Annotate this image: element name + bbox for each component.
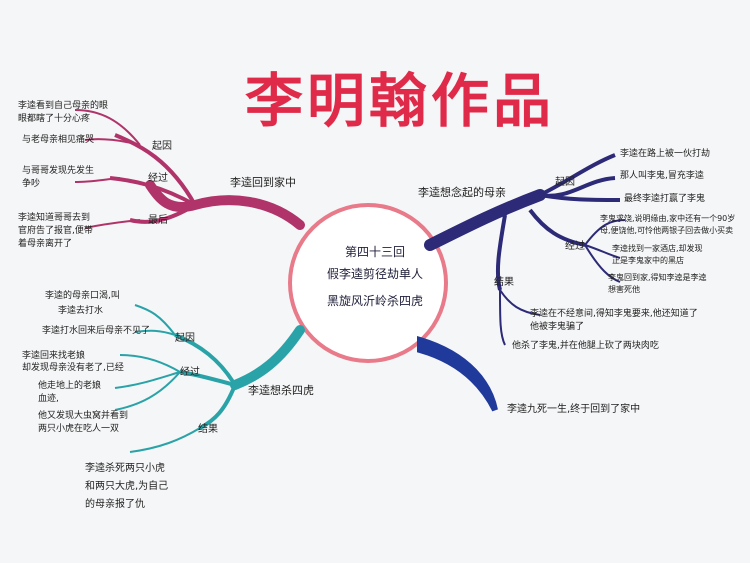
text-top-right-8: 他杀了李鬼,并在他腿上砍了两块肉吃 <box>512 341 659 351</box>
branch-top-left <box>145 180 305 230</box>
center-circle <box>288 203 448 363</box>
text-top-right-5b: 正是李鬼家中的黑店 <box>612 256 684 265</box>
branch-bottom-right <box>417 335 498 412</box>
text-bottom-left-4a: 他走地上的老娘 <box>38 381 102 391</box>
text-top-left-3a: 与哥哥发现先发生 <box>22 166 95 176</box>
center-line-3: 黑旋风沂岭杀四虎 <box>326 294 423 308</box>
text-bottom-left-5b: 两只小虎在吃人一双 <box>38 424 120 434</box>
text-bottom-left-1b: 李逵去打水 <box>58 306 104 316</box>
label-bottom-left-a: 起因 <box>175 333 195 344</box>
text-bottom-left-6b: 和两只大虎,为自己 <box>85 481 169 492</box>
branch-top-right-b <box>528 208 586 247</box>
text-bottom-left-6c: 的母亲报了仇 <box>85 499 145 510</box>
text-top-right-3: 最终李逵打赢了李鬼 <box>624 194 706 204</box>
branch-top-right <box>424 189 546 251</box>
text-top-left-1b: 眼都瞎了十分心疼 <box>18 114 91 124</box>
text-top-left-3b: 争吵 <box>22 179 41 189</box>
text-bottom-left-4b: 血迹, <box>38 394 59 404</box>
center-line-2: 假李逵剪径劫单人 <box>326 267 423 281</box>
text-top-left-2: 与老母亲相见痛哭 <box>22 135 95 145</box>
text-top-right-1: 李逵在路上被一伙打劫 <box>620 149 711 159</box>
branch-main-bottom-left: 李逵想杀四虎 <box>248 384 314 397</box>
text-top-left-1a: 李逵看到自己母亲的眼 <box>18 101 109 111</box>
branch-main-bottom-right: 李逵九死一生,终于回到了家中 <box>507 404 641 415</box>
label-top-right-a: 起因 <box>555 177 575 188</box>
label-top-right-c: 结果 <box>494 277 514 288</box>
text-bottom-left-5a: 他又发现大虫窝并看到 <box>38 411 129 421</box>
text-top-right-4b: 母,便饶他,可怜他两银子回去做小买卖 <box>600 226 734 235</box>
page-title: 李明翰作品 <box>244 67 555 135</box>
text-bottom-left-3a: 李逵回来找老娘 <box>22 351 86 361</box>
label-bottom-left-b: 经过 <box>180 367 200 378</box>
label-top-left-c: 最后 <box>148 215 168 226</box>
branch-bottom-left <box>230 325 305 390</box>
branch-top-right-c <box>495 214 507 291</box>
text-top-right-6a: 李鬼回到家,得知李逵是李逵 <box>608 273 707 282</box>
text-bottom-left-6a: 李逵杀死两只小虎 <box>85 463 165 474</box>
text-top-left-4b: 官府告了报官,便带 <box>18 226 93 236</box>
text-bottom-left-2: 李逵打水回来后母亲不见了 <box>42 326 151 336</box>
text-top-right-4a: 李鬼求饶,说明缘由,家中还有一个90岁 <box>600 214 736 223</box>
label-top-left-b: 经过 <box>148 173 168 184</box>
label-top-right-b: 经过 <box>565 241 585 252</box>
text-bottom-left-1a: 李逵的母亲口渴,叫 <box>45 291 120 301</box>
text-top-right-7a: 李逵在不经意间,得知李鬼要来,他还知道了 <box>530 309 698 319</box>
label-top-left-a: 起因 <box>152 141 172 152</box>
center-chapter: 第四十三回 <box>344 245 405 259</box>
text-bottom-left-3b: 却发现母亲没有老了,已经 <box>22 363 124 373</box>
branch-main-top-left: 李逵回到家中 <box>230 176 296 189</box>
text-top-right-5a: 李逵找到一家酒店,却发现 <box>612 244 703 253</box>
label-bottom-left-c: 结果 <box>198 424 218 435</box>
branch-top-left-a <box>114 133 197 206</box>
text-top-left-4a: 李逵知道哥哥去到 <box>18 213 91 223</box>
text-top-right-2: 那人叫李鬼,冒充李逵 <box>620 171 704 181</box>
text-top-left-4c: 着母亲离开了 <box>18 239 73 249</box>
branch-main-top-right: 李逵想念起的母亲 <box>418 186 506 199</box>
text-top-right-7b: 他被李鬼骗了 <box>530 322 585 332</box>
text-top-right-6b: 想害死他 <box>608 285 640 294</box>
